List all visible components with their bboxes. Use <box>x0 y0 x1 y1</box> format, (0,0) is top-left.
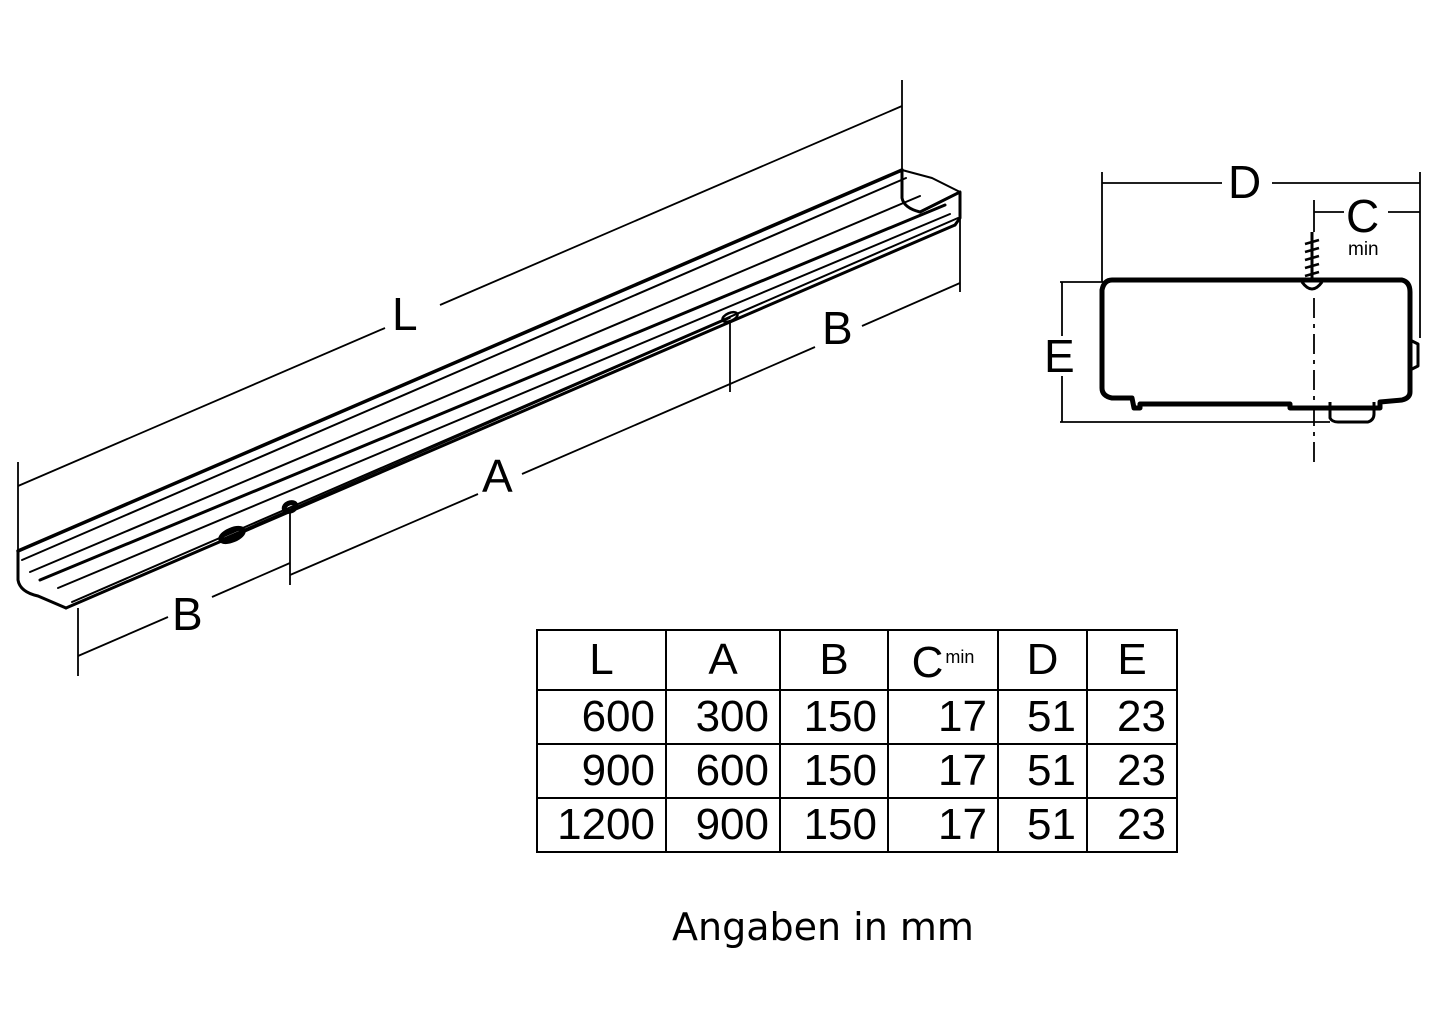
profile-rail <box>16 168 962 610</box>
table-cell: 900 <box>665 797 781 853</box>
dimension-label-A: A <box>482 450 513 502</box>
table-cell: 23 <box>1086 743 1178 799</box>
header-E: E <box>1086 629 1178 691</box>
table-cell: 600 <box>665 743 781 799</box>
table-cell: 51 <box>997 689 1088 745</box>
header-main: B <box>819 635 849 684</box>
cross-section <box>1099 232 1420 424</box>
header-main: E <box>1117 635 1147 684</box>
table-cell: 23 <box>1086 797 1178 853</box>
table-row: 900 600 150 17 51 23 <box>536 743 1178 799</box>
dimension-label-B-right: B <box>822 302 853 354</box>
dimension-label-C: C <box>1346 190 1379 242</box>
table-cell: 150 <box>779 689 889 745</box>
table-cell: 150 <box>779 743 889 799</box>
table-cell: 1200 <box>536 797 667 853</box>
table-cell: 51 <box>997 797 1088 853</box>
table-cell: 300 <box>665 689 781 745</box>
dimension-label-B-left: B <box>172 588 203 640</box>
header-main: L <box>589 635 614 684</box>
header-L: L <box>536 629 667 691</box>
header-main: A <box>708 635 738 684</box>
dimension-label-C-min: min <box>1348 239 1379 260</box>
header-D: D <box>997 629 1088 691</box>
header-A: A <box>665 629 781 691</box>
table-cell: 17 <box>887 743 999 799</box>
header-B: B <box>779 629 889 691</box>
table-cell: 23 <box>1086 689 1178 745</box>
table-row: 600 300 150 17 51 23 <box>536 689 1178 745</box>
dimension-label-D: D <box>1228 156 1261 208</box>
table-cell: 17 <box>887 797 999 853</box>
header-sub: min <box>945 647 975 667</box>
header-main: D <box>1026 635 1059 684</box>
units-note: Angaben in mm <box>672 905 974 949</box>
table-cell: 150 <box>779 797 889 853</box>
table-cell: 17 <box>887 689 999 745</box>
header-main: C <box>911 638 944 687</box>
table-cell: 600 <box>536 689 667 745</box>
dimension-label-E: E <box>1044 330 1075 382</box>
rail-dimension-lines <box>17 80 961 676</box>
dimension-label-L: L <box>392 288 418 340</box>
table-cell: 900 <box>536 743 667 799</box>
table-cell: 51 <box>997 743 1088 799</box>
section-dimension-lines <box>1060 172 1421 462</box>
table-row: 1200 900 150 17 51 23 <box>536 797 1178 853</box>
